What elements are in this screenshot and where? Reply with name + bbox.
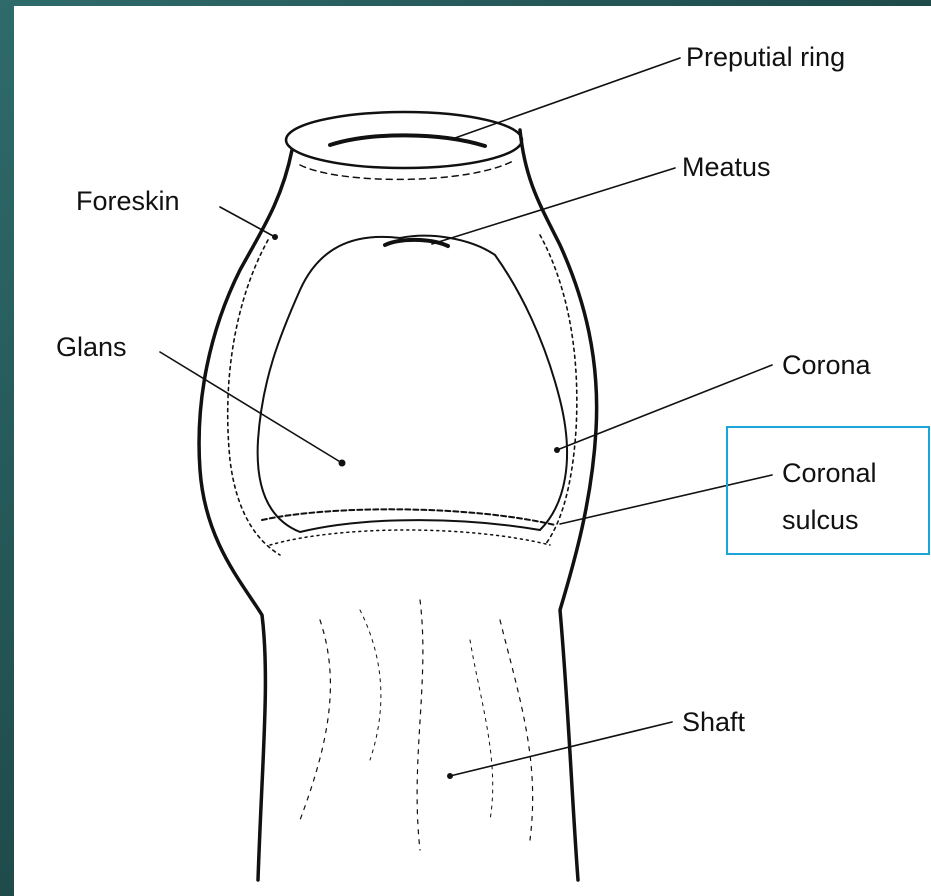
coronal-sulcus-highlight-box — [726, 426, 930, 555]
label-corona: Corona — [782, 350, 871, 380]
shaft-dot — [447, 773, 453, 779]
label-shaft: Shaft — [682, 707, 745, 737]
label-foreskin: Foreskin — [76, 186, 180, 216]
leader-preputial-ring — [455, 58, 680, 138]
label-preputial-ring: Preputial ring — [686, 42, 845, 72]
preputial-ring-shape — [286, 112, 522, 168]
foreskin-dot — [272, 234, 278, 240]
glans-outline — [258, 236, 567, 532]
leader-glans — [160, 352, 342, 463]
foreskin-outline — [199, 150, 292, 880]
glans-dot — [339, 460, 346, 467]
label-meatus: Meatus — [682, 152, 771, 182]
corona-dot — [554, 447, 560, 453]
label-glans: Glans — [56, 332, 127, 362]
leader-shaft — [450, 722, 672, 776]
meatus-shape — [385, 240, 448, 246]
